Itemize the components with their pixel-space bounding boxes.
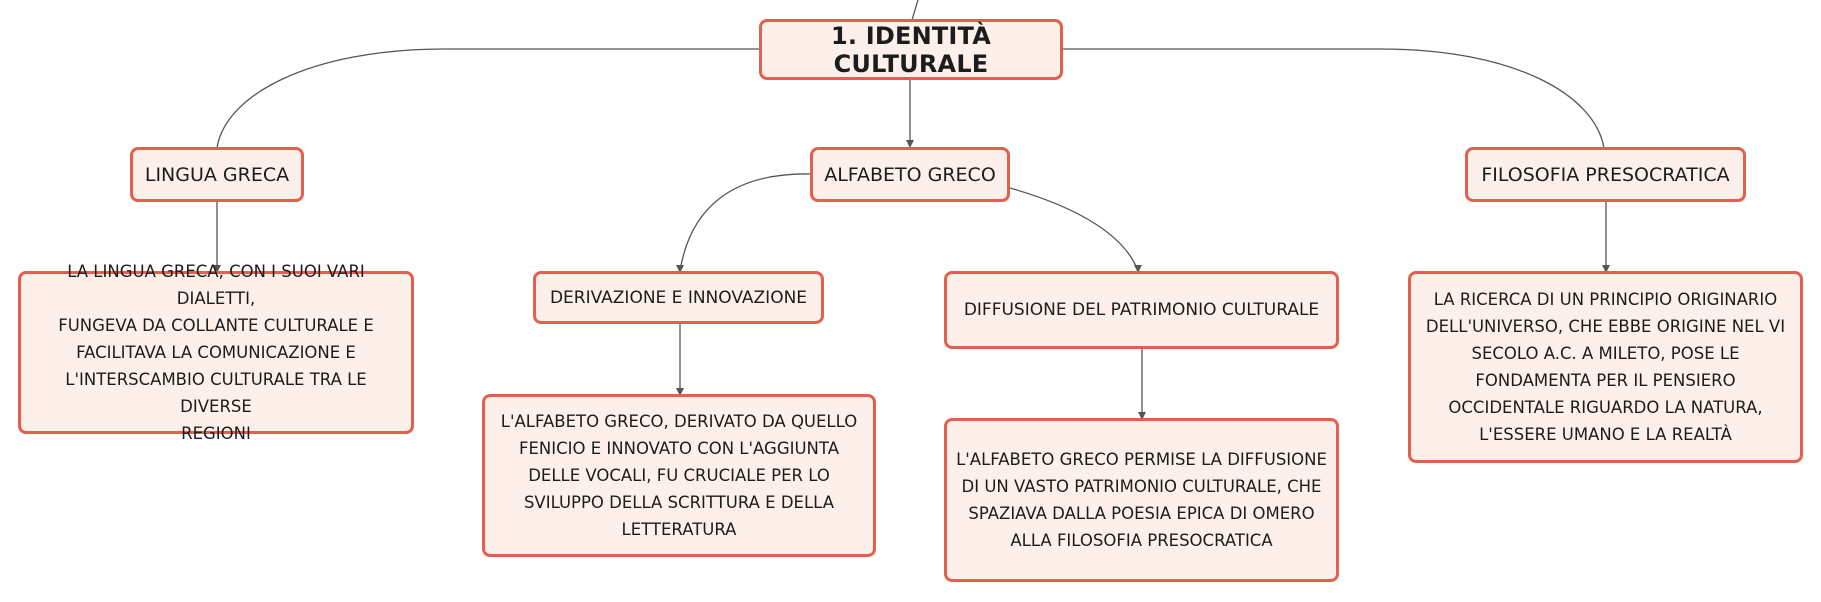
arrowhead-derivazione	[676, 265, 684, 273]
detail-diffusione-patrimonio[interactable]: L'ALFABETO GRECO PERMISE LA DIFFUSIONE D…	[944, 418, 1339, 582]
detail-line: LA RICERCA DI UN PRINCIPIO ORIGINARIO	[1433, 290, 1778, 309]
subtopic-derivazione-innovazione[interactable]: DERIVAZIONE E INNOVAZIONE	[533, 271, 824, 324]
detail-line: L'ESSERE UMANO E LA REALTÀ	[1479, 425, 1732, 444]
topic-alfabeto-greco[interactable]: ALFABETO GRECO	[810, 147, 1010, 202]
detail-line: DI UN VASTO PATRIMONIO CULTURALE, CHE	[961, 477, 1322, 496]
detail-line: L'ALFABETO GRECO, DERIVATO DA QUELLO	[500, 412, 858, 431]
detail-line: DELLE VOCALI, FU CRUCIALE PER LO	[528, 466, 830, 485]
detail-lingua-greca-text: LA LINGUA GRECA, CON I SUOI VARI DIALETT…	[27, 258, 405, 447]
connector-alfabeto-diffusione	[1009, 187, 1139, 272]
detail-line: SECOLO A.C. A MILETO, POSE LE	[1471, 344, 1740, 363]
detail-line: FUNGEVA DA COLLANTE CULTURALE E	[58, 316, 374, 335]
detail-line: LETTERATURA	[621, 520, 737, 539]
connector-root-parent	[911, 0, 919, 21]
subtopic-diffusione-label: DIFFUSIONE DEL PATRIMONIO CULTURALE	[963, 300, 1320, 320]
detail-derivazione-text: L'ALFABETO GRECO, DERIVATO DA QUELLO FEN…	[501, 408, 857, 543]
detail-line: LA LINGUA GRECA, CON I SUOI VARI DIALETT…	[67, 262, 365, 308]
arrowhead-diffusione	[1134, 265, 1142, 273]
detail-line: REGIONI	[181, 424, 251, 443]
detail-line: FENICIO E INNOVATO CON L'AGGIUNTA	[519, 439, 839, 458]
detail-lingua-greca[interactable]: LA LINGUA GRECA, CON I SUOI VARI DIALETT…	[18, 262, 414, 443]
topic-lingua-greca[interactable]: LINGUA GRECA	[130, 147, 304, 202]
topic-filosofia-presocratica-label: FILOSOFIA PRESOCRATICA	[1481, 163, 1730, 186]
root-node[interactable]: 1. IDENTITÀ CULTURALE	[759, 19, 1063, 80]
detail-filosofia-text: LA RICERCA DI UN PRINCIPIO ORIGINARIO DE…	[1426, 286, 1785, 448]
connector-root-lingua	[216, 48, 760, 149]
arrowhead-lingua-detail	[213, 265, 221, 273]
topic-lingua-greca-label: LINGUA GRECA	[144, 163, 290, 186]
detail-line: SVILUPPO DELLA SCRITTURA E DELLA	[523, 493, 835, 512]
arrowhead-alfabeto	[906, 140, 914, 148]
detail-line: FONDAMENTA PER IL PENSIERO	[1475, 371, 1736, 390]
topic-filosofia-presocratica[interactable]: FILOSOFIA PRESOCRATICA	[1465, 147, 1746, 202]
detail-line: L'ALFABETO GRECO PERMISE LA DIFFUSIONE	[956, 450, 1327, 469]
detail-line: OCCIDENTALE RIGUARDO LA NATURA,	[1448, 398, 1763, 417]
detail-filosofia-presocratica[interactable]: LA RICERCA DI UN PRINCIPIO ORIGINARIO DE…	[1408, 271, 1803, 463]
detail-line: FACILITAVA LA COMUNICAZIONE E	[76, 343, 356, 362]
detail-line: ALLA FILOSOFIA PRESOCRATICA	[1010, 531, 1273, 550]
subtopic-diffusione-patrimonio[interactable]: DIFFUSIONE DEL PATRIMONIO CULTURALE	[944, 271, 1339, 349]
detail-line: DELL'UNIVERSO, CHE EBBE ORIGINE NEL VI	[1425, 317, 1786, 336]
subtopic-derivazione-label: DERIVAZIONE E INNOVAZIONE	[549, 287, 808, 308]
arrowhead-filosofia-detail	[1602, 265, 1610, 273]
topic-alfabeto-greco-label: ALFABETO GRECO	[824, 163, 996, 186]
arrowhead-derivazione-detail	[676, 388, 684, 396]
detail-line: SPAZIAVA DALLA POESIA EPICA DI OMERO	[968, 504, 1315, 523]
connector-alfabeto-derivazione	[679, 173, 813, 272]
detail-line: L'INTERSCAMBIO CULTURALE TRA LE DIVERSE	[65, 370, 367, 416]
detail-diffusione-text: L'ALFABETO GRECO PERMISE LA DIFFUSIONE D…	[956, 446, 1327, 554]
detail-derivazione-innovazione[interactable]: L'ALFABETO GRECO, DERIVATO DA QUELLO FEN…	[482, 394, 876, 557]
root-label: 1. IDENTITÀ CULTURALE	[830, 21, 992, 78]
arrowhead-diffusione-detail	[1138, 412, 1146, 420]
connector-root-filosofia	[1062, 48, 1605, 149]
